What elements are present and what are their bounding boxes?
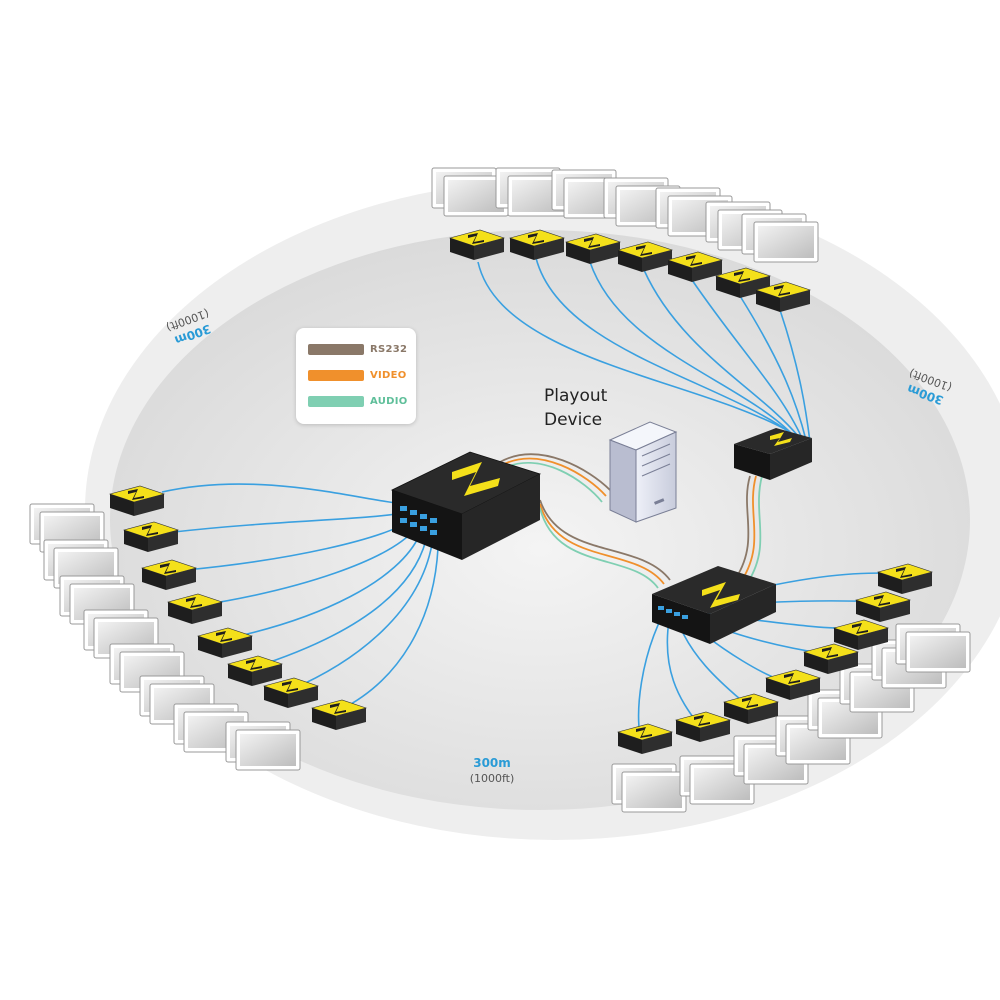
legend-swatch-audio — [308, 395, 364, 407]
playout-line1: Playout — [544, 386, 608, 406]
playout-device-label: Playout Device — [544, 384, 607, 432]
distance-label-bottom: 300m (1000ft) — [452, 756, 532, 786]
central-hub-right — [652, 566, 776, 644]
legend-label-video: VIDEO — [370, 369, 407, 381]
legend-label-rs232: RS232 — [370, 343, 408, 355]
left-cables — [161, 483, 439, 711]
playout-device-icon — [608, 421, 678, 523]
trunk-cables — [499, 453, 763, 589]
legend-item-rs232: RS232 — [308, 342, 407, 356]
distance-bottom-feet: (1000ft) — [469, 772, 515, 785]
central-hub-left — [390, 451, 542, 560]
legend-item-audio: AUDIO — [308, 394, 408, 408]
legend: RS232 VIDEO AUDIO — [296, 328, 416, 424]
legend-swatch-rs232 — [308, 343, 364, 355]
distance-bottom-meters: 300m — [473, 756, 511, 770]
legend-label-audio: AUDIO — [370, 395, 408, 407]
legend-swatch-video — [308, 369, 364, 381]
playout-line2: Device — [544, 410, 603, 430]
legend-item-video: VIDEO — [308, 368, 407, 382]
top-cables — [477, 257, 811, 443]
central-hub-top — [734, 428, 812, 480]
